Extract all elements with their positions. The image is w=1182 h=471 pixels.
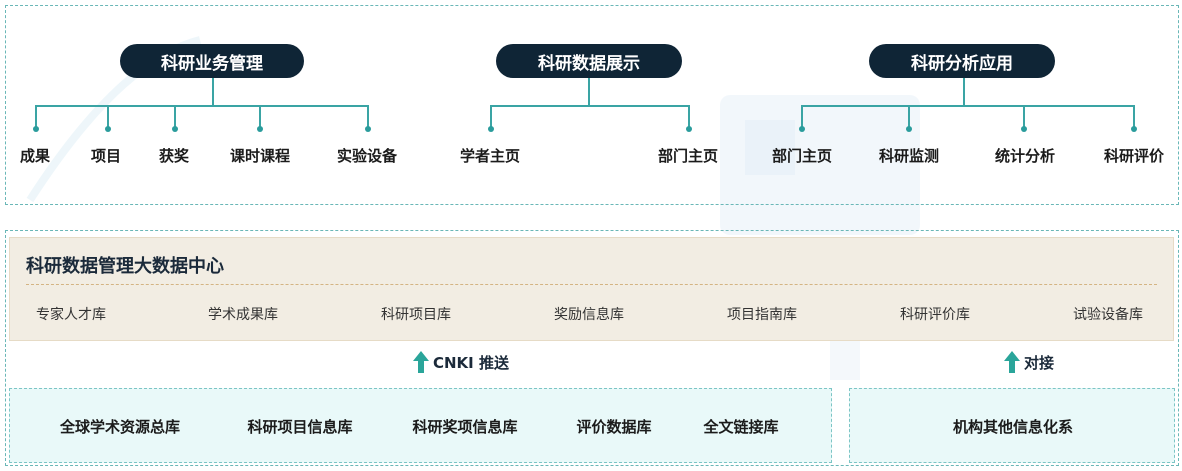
up-arrow-icon xyxy=(413,351,429,373)
group-data-display: 科研数据展示 xyxy=(496,44,682,78)
cnki-push-arrow: CNKI 推送 xyxy=(413,351,509,373)
leaf-research-monitoring: 科研监测 xyxy=(878,147,940,165)
leaf-lab-equipment: 实验设备 xyxy=(336,147,398,165)
data-center-panel: 科研数据管理大数据中心 专家人才库 学术成果库 科研项目库 奖励信息库 项目指南… xyxy=(9,237,1174,341)
leaf-research-evaluation: 科研评价 xyxy=(1103,147,1165,165)
library-research-projects: 科研项目库 xyxy=(381,307,451,323)
leaf-scholar-home: 学者主页 xyxy=(459,147,521,165)
source-fulltext-links: 全文链接库 xyxy=(703,418,779,436)
library-project-guide: 项目指南库 xyxy=(727,307,797,323)
library-lab-equipment: 试验设备库 xyxy=(1073,307,1143,323)
library-expert-talent: 专家人才库 xyxy=(36,307,106,323)
source-research-awards: 科研奖项信息库 xyxy=(412,418,518,436)
institution-systems-panel: 机构其他信息化系 xyxy=(849,388,1175,463)
source-evaluation-db: 评价数据库 xyxy=(576,418,652,436)
leaf-department-home: 部门主页 xyxy=(657,147,719,165)
group-analysis-application: 科研分析应用 xyxy=(869,44,1055,78)
source-global-academic: 全球学术资源总库 xyxy=(59,418,181,436)
leaf-awards: 获奖 xyxy=(158,147,190,165)
leaf-courses: 课时课程 xyxy=(229,147,291,165)
leaf-projects: 项目 xyxy=(90,147,122,165)
connect-arrow: 对接 xyxy=(1004,351,1054,373)
application-layer-frame xyxy=(5,5,1179,205)
source-research-projects: 科研项目信息库 xyxy=(247,418,353,436)
data-layer-frame xyxy=(5,230,1179,466)
library-research-evaluation: 科研评价库 xyxy=(900,307,970,323)
group-business-management: 科研业务管理 xyxy=(120,44,304,78)
library-award-info: 奖励信息库 xyxy=(554,307,624,323)
leaf-statistical-analysis: 统计分析 xyxy=(994,147,1056,165)
cnki-sources-panel: 全球学术资源总库 科研项目信息库 科研奖项信息库 评价数据库 全文链接库 xyxy=(9,388,832,463)
divider xyxy=(26,284,1157,285)
leaf-achievements: 成果 xyxy=(19,147,51,165)
library-academic-results: 学术成果库 xyxy=(208,307,278,323)
connect-label: 对接 xyxy=(1024,353,1055,372)
leaf-department-home-2: 部门主页 xyxy=(771,147,833,165)
up-arrow-icon xyxy=(1004,351,1020,373)
data-center-title: 科研数据管理大数据中心 xyxy=(26,256,224,277)
cnki-push-label: CNKI 推送 xyxy=(433,353,509,372)
source-institution-systems: 机构其他信息化系 xyxy=(952,418,1074,436)
